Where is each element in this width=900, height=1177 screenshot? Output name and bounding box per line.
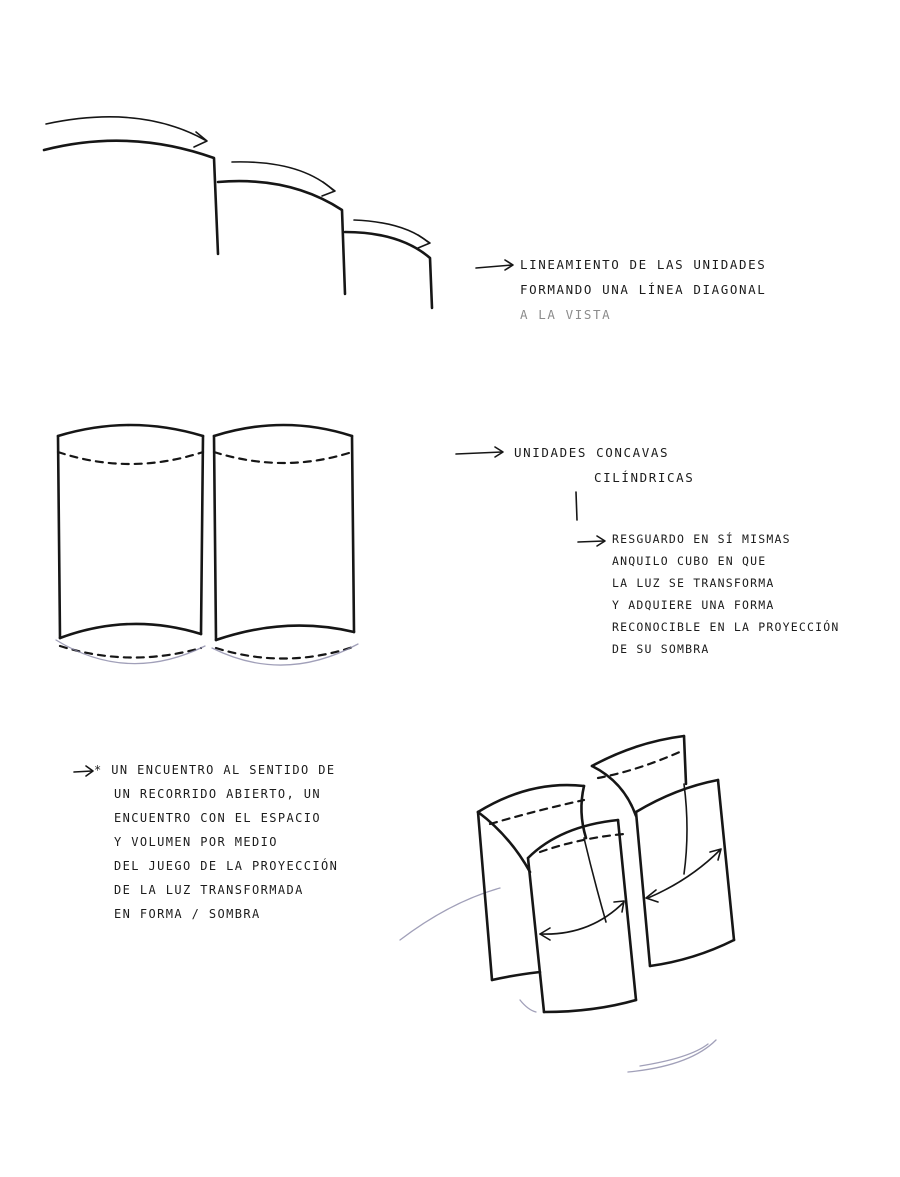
cylinder-right: [212, 425, 358, 665]
arrow-alignment-icon: [476, 265, 512, 268]
note-shelter-line-1: Resguardo en sí mismas: [612, 528, 839, 550]
arrow-shelter-icon: [578, 541, 604, 542]
stepped-unit-1: [44, 141, 218, 254]
note-encounter-line-4: y volumen por medio: [94, 830, 338, 854]
note-encounter-line-6: de la luz transformada: [94, 878, 338, 902]
note-encounter-line-2: un recorrido abierto, un: [94, 782, 338, 806]
note-alignment-line-1: Lineamiento de las unidades: [520, 252, 766, 277]
panel-back-left-top: [478, 785, 584, 812]
note-concave-line-2: cilíndricas: [514, 465, 694, 490]
note-shelter-line-4: y adquiere una forma: [612, 594, 839, 616]
interlocking-panels-sketch: [400, 736, 734, 1072]
cylinder-left: [56, 425, 205, 664]
light-arrow-left: [540, 902, 624, 934]
arrow-encounter-icon: [74, 771, 92, 772]
arrow-concave-icon: [456, 452, 502, 454]
note-shelter-line-5: reconocible en la proyección: [612, 616, 839, 638]
connector-line: [576, 492, 577, 520]
flow-arrow-1-head: [194, 132, 207, 147]
note-alignment-line-2: formando una línea diagonal: [520, 277, 766, 302]
flow-arrow-3-head: [418, 235, 430, 248]
panel-back-right-top: [592, 736, 684, 766]
stepped-unit-3: [345, 232, 432, 308]
shadow-stroke-3: [628, 1040, 716, 1072]
stepped-unit-2: [218, 181, 345, 294]
note-encounter-line-1: * Un encuentro al sentido de: [94, 758, 338, 782]
note-concave-line-1: Unidades concavas: [514, 440, 694, 465]
note-shelter: Resguardo en sí mismas anquilo cubo en q…: [612, 528, 839, 660]
note-encounter-line-3: encuentro con el espacio: [94, 806, 338, 830]
note-shelter-line-2: anquilo cubo en que: [612, 550, 839, 572]
note-shelter-line-3: la luz se transforma: [612, 572, 839, 594]
flow-arrow-1: [46, 117, 205, 140]
note-arrows: [74, 260, 605, 776]
note-alignment-line-3: a la vista: [520, 302, 766, 327]
stepped-units-sketch: [44, 117, 432, 308]
note-concave: Unidades concavas cilíndricas: [514, 440, 694, 490]
flow-arrow-2-head: [322, 182, 335, 196]
note-alignment: Lineamiento de las unidades formando una…: [520, 252, 766, 327]
note-encounter-line-7: en forma / sombra: [94, 902, 338, 926]
note-encounter: * Un encuentro al sentido de un recorrid…: [94, 758, 338, 926]
panel-front-right-top: [636, 780, 718, 812]
shadow-stroke-2: [520, 1000, 536, 1012]
cylinders-sketch: [56, 425, 358, 665]
note-shelter-line-6: de su sombra: [612, 638, 839, 660]
note-encounter-line-5: del juego de la proyección: [94, 854, 338, 878]
